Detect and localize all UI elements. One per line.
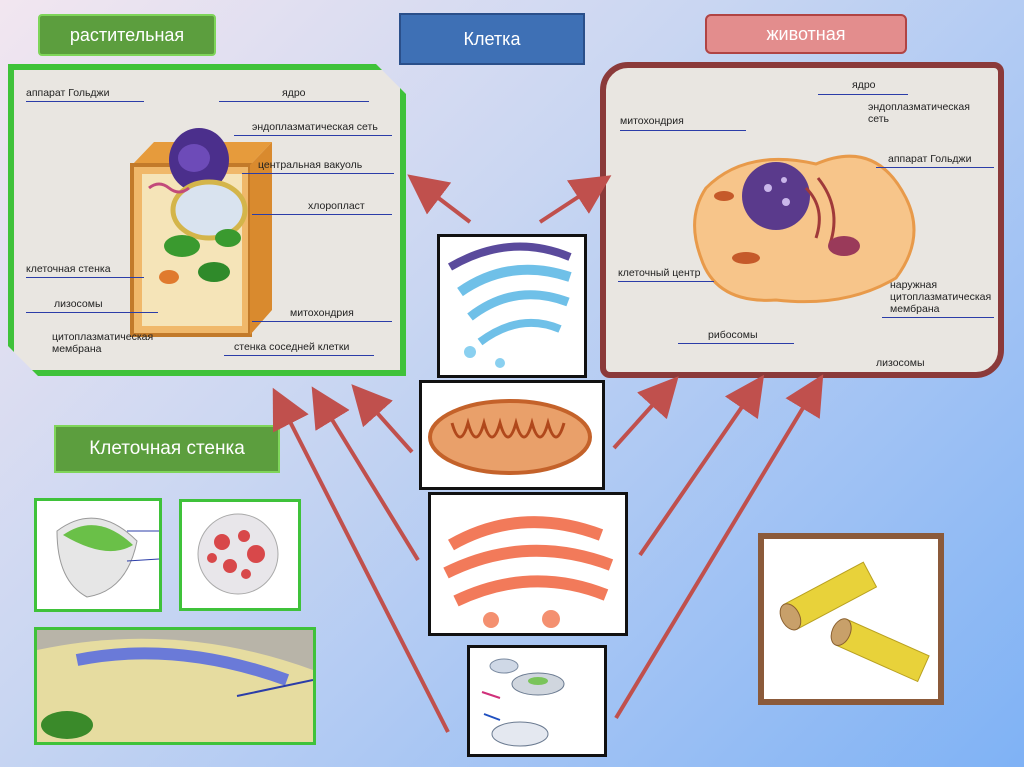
animal-outer-label-1: наружная <box>890 280 937 291</box>
animal-centrosome-label: клеточный центр <box>618 268 700 279</box>
golgi-thumbnail <box>437 234 587 378</box>
plant-label: растительная <box>38 14 216 56</box>
chloroplast-image <box>37 501 159 609</box>
arrow-cell-to-plant <box>420 184 470 222</box>
animal-outer-label-3: мембрана <box>890 304 940 315</box>
plant-er-label: эндоплазматическая сеть <box>252 122 378 133</box>
animal-outer-label-2: цитоплазматическая <box>890 292 991 303</box>
cell-wall-label-text: Клеточная стенка <box>89 438 245 460</box>
animal-nucleus-line <box>818 94 908 95</box>
animal-cell-diagram: ядро эндоплазматическая сеть митохондрия… <box>600 62 1004 378</box>
plant-cell-illustration <box>14 70 400 370</box>
golgi-image <box>440 237 584 375</box>
animal-nucleus-label: ядро <box>852 80 876 91</box>
lysosome-thumbnail <box>467 645 607 757</box>
chloroplast-thumbnail <box>34 498 162 612</box>
plant-lysosomes-line <box>26 312 158 313</box>
arrow-er-to-plant <box>320 400 418 560</box>
animal-lysosomes-label: лизосомы <box>876 358 925 369</box>
animal-mito-label: митохондрия <box>620 116 684 127</box>
vacuole-image <box>37 630 313 742</box>
cell-wall-label: Клеточная стенка <box>54 425 280 473</box>
mitochondrion-image <box>422 383 602 487</box>
plant-golgi-label: аппарат Гольджи <box>26 88 109 99</box>
plant-nucleus-line <box>219 101 369 102</box>
plant-er-line <box>234 135 392 136</box>
vesicle-image <box>182 502 298 608</box>
plant-mito-line <box>252 321 392 322</box>
plant-neighbor-wall-label: стенка соседней клетки <box>234 342 349 353</box>
animal-outer-line <box>882 317 994 318</box>
arrow-er-to-animal <box>640 388 755 555</box>
mitochondrion-thumbnail <box>419 380 605 490</box>
animal-cell-illustration <box>606 68 998 372</box>
animal-golgi-line <box>876 167 994 168</box>
plant-cell-diagram: аппарат Гольджи ядро эндоплазматическая … <box>8 64 406 376</box>
arrow-cell-to-animal <box>540 184 598 222</box>
cell-label: Клетка <box>399 13 585 65</box>
plant-wall-line <box>26 277 144 278</box>
cell-label-text: Клетка <box>464 29 521 50</box>
plant-membrane-label-1: цитоплазматическая <box>52 332 153 343</box>
plant-label-text: растительная <box>70 25 184 46</box>
plant-vacuole-line <box>242 173 394 174</box>
vacuole-thumbnail <box>34 627 316 745</box>
arrow-mito-to-animal <box>614 388 668 448</box>
vesicle-thumbnail <box>179 499 301 611</box>
er-image <box>431 495 625 633</box>
plant-chloroplast-line <box>252 214 392 215</box>
plant-membrane-label-2: мембрана <box>52 344 102 355</box>
microtubule-image <box>764 539 938 699</box>
plant-lysosomes-label: лизосомы <box>54 299 103 310</box>
animal-mito-line <box>620 130 746 131</box>
arrow-mito-to-plant <box>362 396 412 452</box>
plant-neighbor-line <box>224 355 374 356</box>
animal-ribosomes-label: рибосомы <box>708 330 758 341</box>
animal-label: животная <box>705 14 907 54</box>
plant-vacuole-label: центральная вакуоль <box>258 160 362 171</box>
animal-er-label-2: сеть <box>868 114 889 125</box>
plant-wall-label: клеточная стенка <box>26 264 111 275</box>
plant-golgi-line <box>26 101 144 102</box>
plant-nucleus-label: ядро <box>282 88 306 99</box>
plant-chloroplast-label: хлоропласт <box>308 201 365 212</box>
microtubule-thumbnail <box>758 533 944 705</box>
animal-ribosomes-line <box>678 343 794 344</box>
animal-centrosome-line <box>618 281 714 282</box>
er-thumbnail <box>428 492 628 636</box>
animal-label-text: животная <box>766 24 845 45</box>
plant-mito-label: митохондрия <box>290 308 354 319</box>
animal-er-label-1: эндоплазматическая <box>868 102 970 113</box>
animal-golgi-label: аппарат Гольджи <box>888 154 971 165</box>
lysosome-image <box>470 648 604 754</box>
